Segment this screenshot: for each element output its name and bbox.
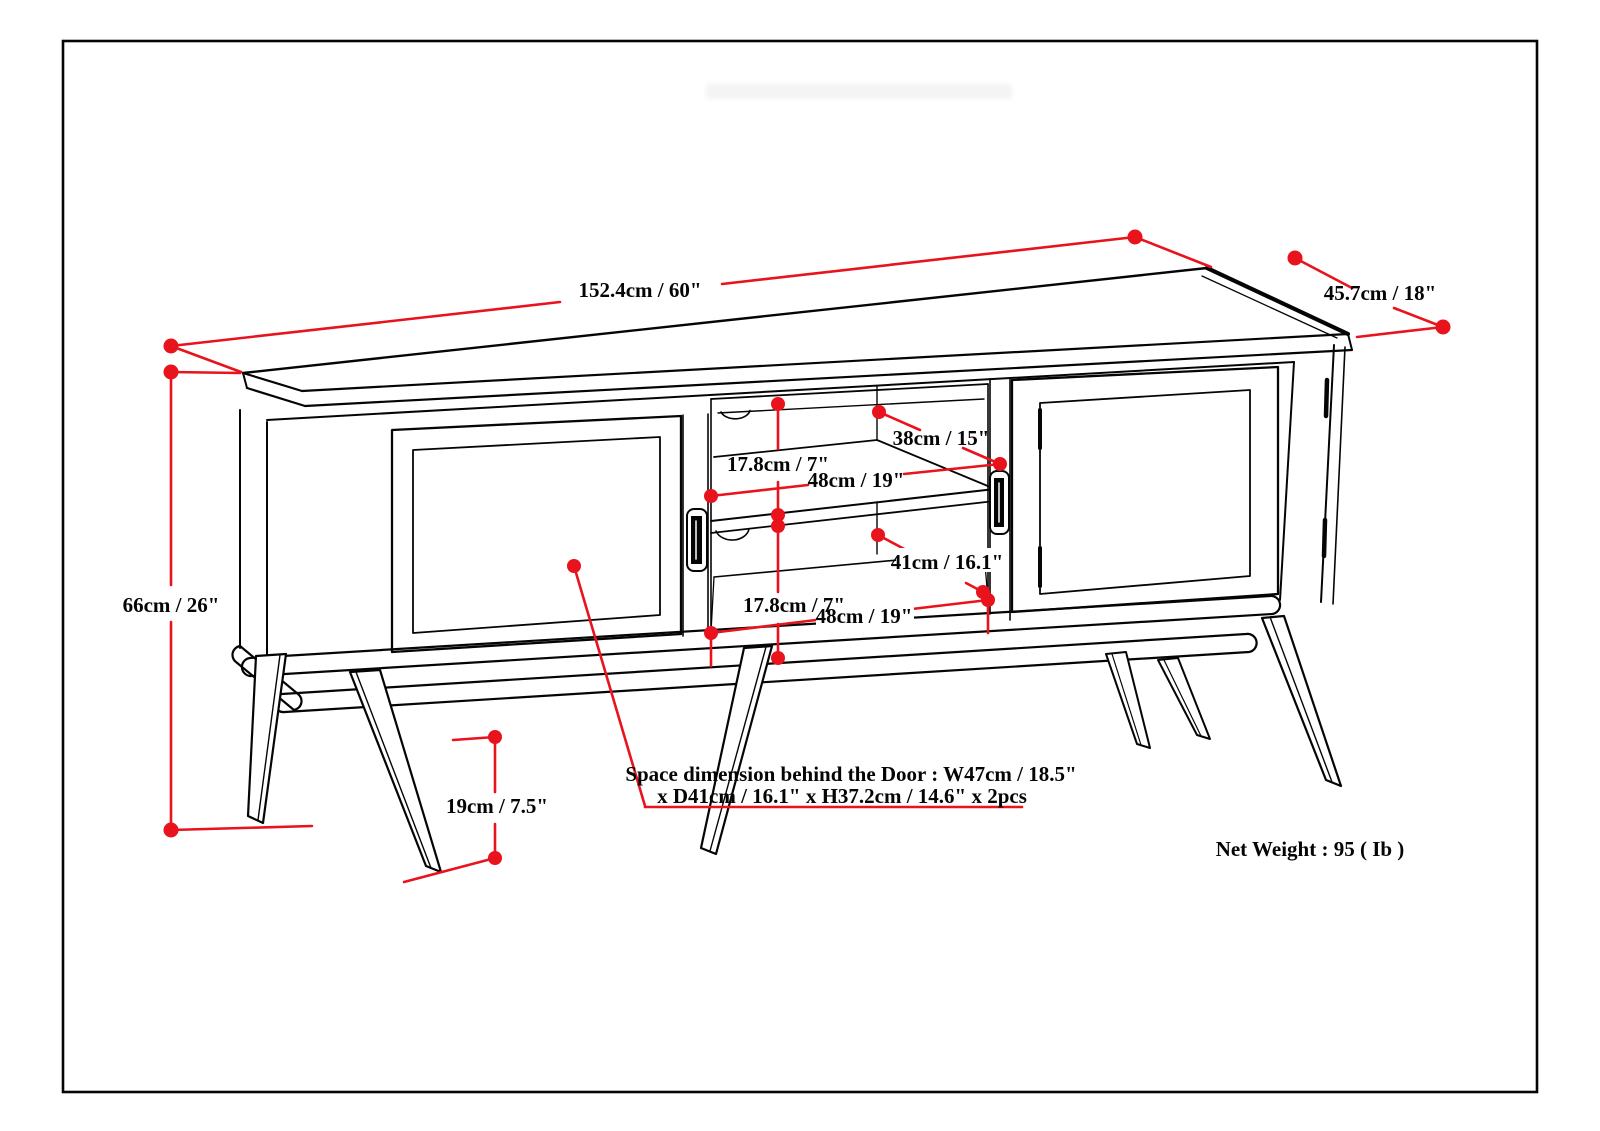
label-leg-height: 19cm / 7.5"	[446, 794, 548, 818]
door-space-note-line2: x D41cm / 16.1" x H37.2cm / 14.6" x 2pcs	[657, 784, 1027, 808]
label-width: 152.4cm / 60"	[578, 278, 701, 302]
leg-back-middle	[1105, 651, 1151, 749]
ghost-title-artifact	[706, 84, 1012, 99]
middle-shelf	[710, 439, 996, 534]
net-weight-note: Net Weight : 95 ( Ib )	[1216, 837, 1405, 861]
dimension-height	[169, 370, 314, 832]
label-backers	[816, 548, 1000, 627]
cable-hole-upper	[720, 409, 751, 420]
dimension-width	[169, 235, 1213, 374]
hinge-mark-upper	[1323, 377, 1330, 419]
right-door	[1010, 365, 1280, 614]
door-space-note-line1: Space dimension behind the Door : W47cm …	[625, 762, 1076, 786]
label-upper-compartment-height: 17.8cm / 7"	[727, 452, 829, 476]
top-panel-right-edge	[1204, 265, 1351, 337]
leg-back-right	[1157, 657, 1211, 740]
left-door-handle	[686, 508, 708, 572]
legs	[246, 614, 1343, 874]
hinge-mark-lower	[1321, 517, 1328, 559]
label-lower-compartment-width: 48cm / 19"	[816, 604, 913, 628]
door-space-leader	[572, 564, 1024, 809]
dimension-upper-width	[709, 462, 1002, 498]
label-depth: 45.7cm / 18"	[1324, 281, 1437, 305]
cabinet-top-edge	[266, 361, 1295, 421]
tv-stand-line-art	[231, 265, 1354, 874]
left-door	[390, 414, 683, 654]
leg-front-middle	[699, 644, 774, 856]
notes: Space dimension behind the Door : W47cm …	[625, 762, 1404, 861]
label-upper-shelf-depth: 38cm / 15"	[893, 426, 990, 450]
right-door-handle	[989, 470, 1010, 535]
right-end-panel	[1279, 344, 1346, 605]
top-panel	[241, 265, 1354, 408]
right-door-panel	[1039, 389, 1251, 595]
label-upper-compartment-width: 48cm / 19"	[808, 468, 905, 492]
dimension-endpoint-dots	[163, 229, 1451, 865]
drawing-border	[61, 39, 1539, 1094]
left-end-panel	[239, 409, 268, 657]
leg-back-left	[348, 668, 443, 874]
leg-front-left	[246, 652, 288, 825]
label-lower-compartment-height: 17.8cm / 7"	[743, 593, 845, 617]
dimension-depth	[1293, 256, 1445, 339]
label-lower-shelf-depth: 41cm / 16.1"	[891, 550, 1004, 574]
cable-hole-lower	[715, 528, 750, 541]
label-height: 66cm / 26"	[123, 593, 220, 617]
left-door-panel	[412, 436, 661, 634]
dimension-labels: 152.4cm / 60" 45.7cm / 18" 66cm / 26" 38…	[123, 278, 1437, 818]
